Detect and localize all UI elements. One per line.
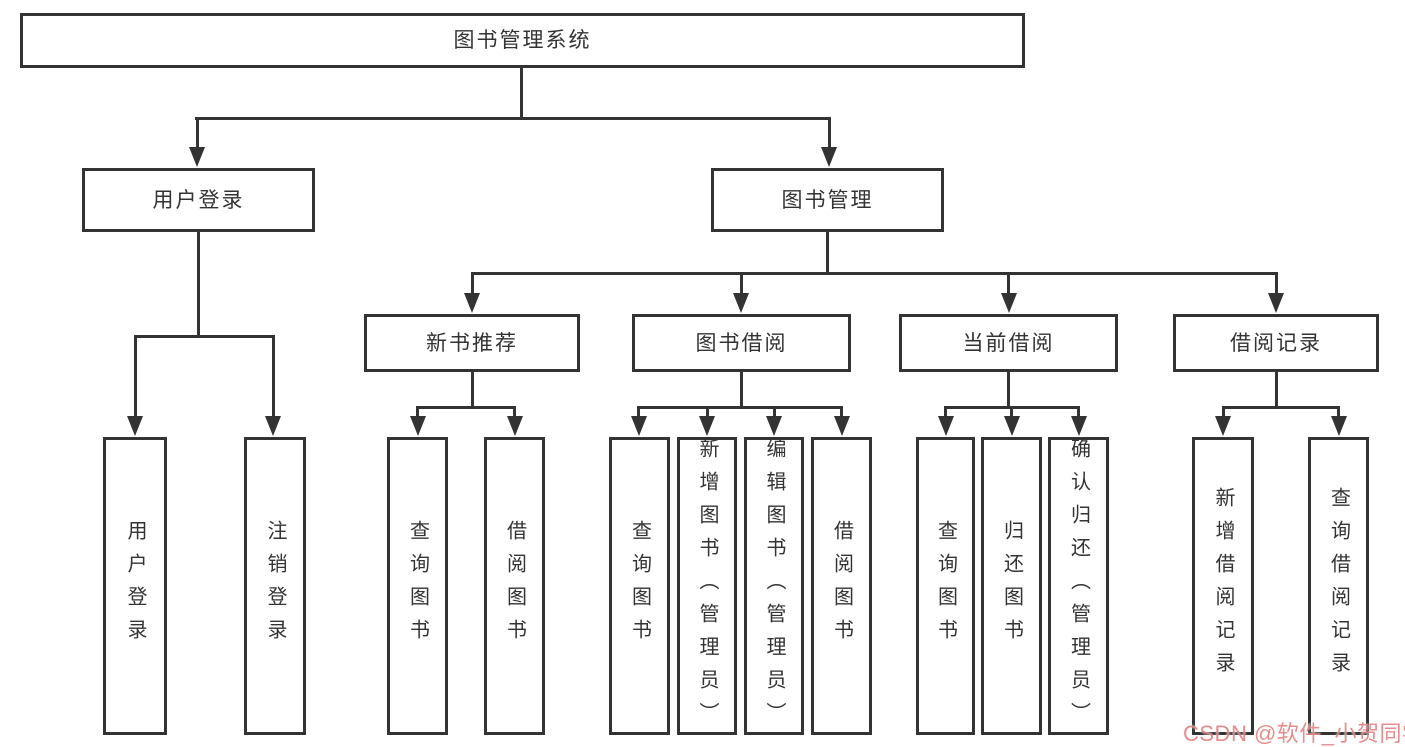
leaf-query-book-2: 查询图书 — [609, 437, 670, 735]
connector-leaf-confirm-stem — [1077, 406, 1080, 418]
node-root: 图书管理系统 — [20, 13, 1025, 68]
node-user-login: 用户登录 — [82, 168, 315, 232]
leaf-query-record: 查询借阅记录 — [1308, 437, 1369, 735]
connector-root-drop — [520, 68, 523, 120]
arrowhead-user-login — [189, 147, 205, 167]
arrowhead-leaf-edit-book — [766, 416, 782, 436]
leaf-confirm-return-label: 确认归还（管理员） — [1067, 437, 1090, 735]
connector-borrow-record-drop — [1274, 372, 1278, 406]
arrowhead-leaf-borrow1 — [506, 416, 523, 436]
leaf-logout-label: 注销登录 — [264, 520, 286, 652]
leaf-logout: 注销登录 — [244, 437, 306, 735]
leaf-add-record-label: 新增借阅记录 — [1212, 487, 1234, 685]
connector-borrow-leaves-hline — [637, 406, 843, 409]
connector-leaf-borrow1-stem — [513, 406, 516, 418]
leaf-query-book-3-label: 查询图书 — [934, 520, 957, 652]
arrowhead-leaf-confirm — [1070, 416, 1087, 436]
arrowhead-book-borrow — [733, 293, 749, 313]
connector-leaf-borrow2-stem — [840, 406, 843, 418]
leaf-borrow-book-1-label: 借阅图书 — [503, 520, 526, 652]
connector-leaf-query2-stem — [637, 406, 640, 418]
leaf-query-book-2-label: 查询图书 — [628, 520, 651, 652]
leaf-query-record-label: 查询借阅记录 — [1327, 487, 1350, 685]
connector-leaf-add-book-stem — [705, 406, 709, 418]
node-book-borrow-label: 图书借阅 — [695, 331, 788, 355]
node-current-borrow: 当前借阅 — [899, 314, 1118, 372]
node-borrow-record-label: 借阅记录 — [1230, 331, 1322, 355]
connector-level2-hline — [195, 117, 831, 120]
leaf-edit-book-label: 编辑图书（管理员） — [763, 437, 785, 735]
leaf-borrow-book-2: 借阅图书 — [811, 437, 872, 735]
leaf-confirm-return: 确认归还（管理员） — [1048, 437, 1109, 735]
connector-book-borrow-drop — [739, 372, 743, 406]
leaf-user-login: 用户登录 — [103, 437, 167, 735]
node-root-label: 图书管理系统 — [453, 29, 592, 52]
leaf-borrow-book-1: 借阅图书 — [484, 437, 545, 735]
leaf-add-record: 新增借阅记录 — [1192, 437, 1254, 735]
connector-leaf-query-record-stem — [1337, 406, 1340, 418]
arrowhead-current-borrow — [1000, 293, 1017, 313]
leaf-add-book: 新增图书（管理员） — [677, 437, 737, 735]
connector-record-leaves-hline — [1221, 406, 1340, 409]
node-user-login-label: 用户登录 — [152, 188, 245, 212]
leaf-query-book-1-label: 查询图书 — [406, 520, 429, 652]
arrowhead-leaf-user-login — [127, 416, 143, 436]
node-new-book-rec: 新书推荐 — [364, 314, 580, 372]
connector-new-book-rec-drop — [470, 372, 474, 406]
connector-level3-hline — [470, 272, 1278, 275]
leaf-edit-book: 编辑图书（管理员） — [744, 437, 804, 735]
connector-current-borrow-drop — [1007, 372, 1010, 406]
arrowhead-new-book-rec — [464, 293, 480, 313]
node-book-borrow: 图书借阅 — [632, 314, 851, 372]
node-current-borrow-label: 当前借阅 — [962, 331, 1055, 355]
connector-leaf-query3-stem — [944, 406, 947, 418]
arrowhead-leaf-borrow2 — [833, 416, 850, 436]
connector-leaf-add-record-stem — [1221, 406, 1225, 418]
arrowhead-leaf-add-book — [699, 416, 715, 436]
connector-current-borrow-stem — [1007, 272, 1010, 295]
connector-book-mgmt-drop — [826, 232, 829, 272]
arrowhead-book-mgmt — [821, 147, 837, 167]
connector-leaf-edit-book-stem — [772, 406, 776, 418]
connector-user-login-stem — [195, 117, 199, 149]
node-borrow-record: 借阅记录 — [1173, 314, 1379, 372]
connector-book-borrow-stem — [739, 272, 743, 295]
arrowhead-leaf-query3 — [937, 416, 954, 436]
arrowhead-leaf-query2 — [630, 416, 647, 436]
connector-leaf-query1-stem — [416, 406, 419, 418]
leaf-return-book-label: 归还图书 — [1000, 520, 1023, 652]
connector-book-mgmt-stem — [827, 117, 831, 149]
node-new-book-rec-label: 新书推荐 — [426, 331, 518, 355]
connector-leaf-return-stem — [1010, 406, 1013, 418]
connector-login-leaves-hline — [133, 335, 275, 338]
node-book-mgmt: 图书管理 — [711, 168, 944, 232]
leaf-borrow-book-2-label: 借阅图书 — [830, 520, 853, 652]
leaf-query-book-3: 查询图书 — [916, 437, 975, 735]
arrowhead-leaf-query-record — [1330, 416, 1347, 436]
arrowhead-leaf-query1 — [409, 416, 426, 436]
arrowhead-leaf-add-record — [1215, 416, 1231, 436]
leaf-user-login-label: 用户登录 — [124, 520, 146, 652]
leaf-return-book: 归还图书 — [981, 437, 1042, 735]
connector-leaf-user-login-stem — [133, 335, 137, 418]
arrowhead-leaf-logout — [265, 416, 281, 436]
node-book-mgmt-label: 图书管理 — [781, 188, 874, 212]
connector-borrow-record-stem — [1274, 272, 1278, 295]
csdn-watermark: CSDN @软件_小贺同学 — [1183, 721, 1405, 746]
connector-user-login-drop — [197, 232, 200, 335]
arrowhead-leaf-return — [1003, 416, 1020, 436]
connector-new-book-rec-stem — [470, 272, 474, 295]
leaf-query-book-1: 查询图书 — [387, 437, 448, 735]
connector-rec-leaves-hline — [416, 406, 516, 409]
arrowhead-borrow-record — [1268, 293, 1284, 313]
leaf-add-book-label: 新增图书（管理员） — [696, 437, 718, 735]
connector-leaf-logout-stem — [271, 335, 275, 418]
